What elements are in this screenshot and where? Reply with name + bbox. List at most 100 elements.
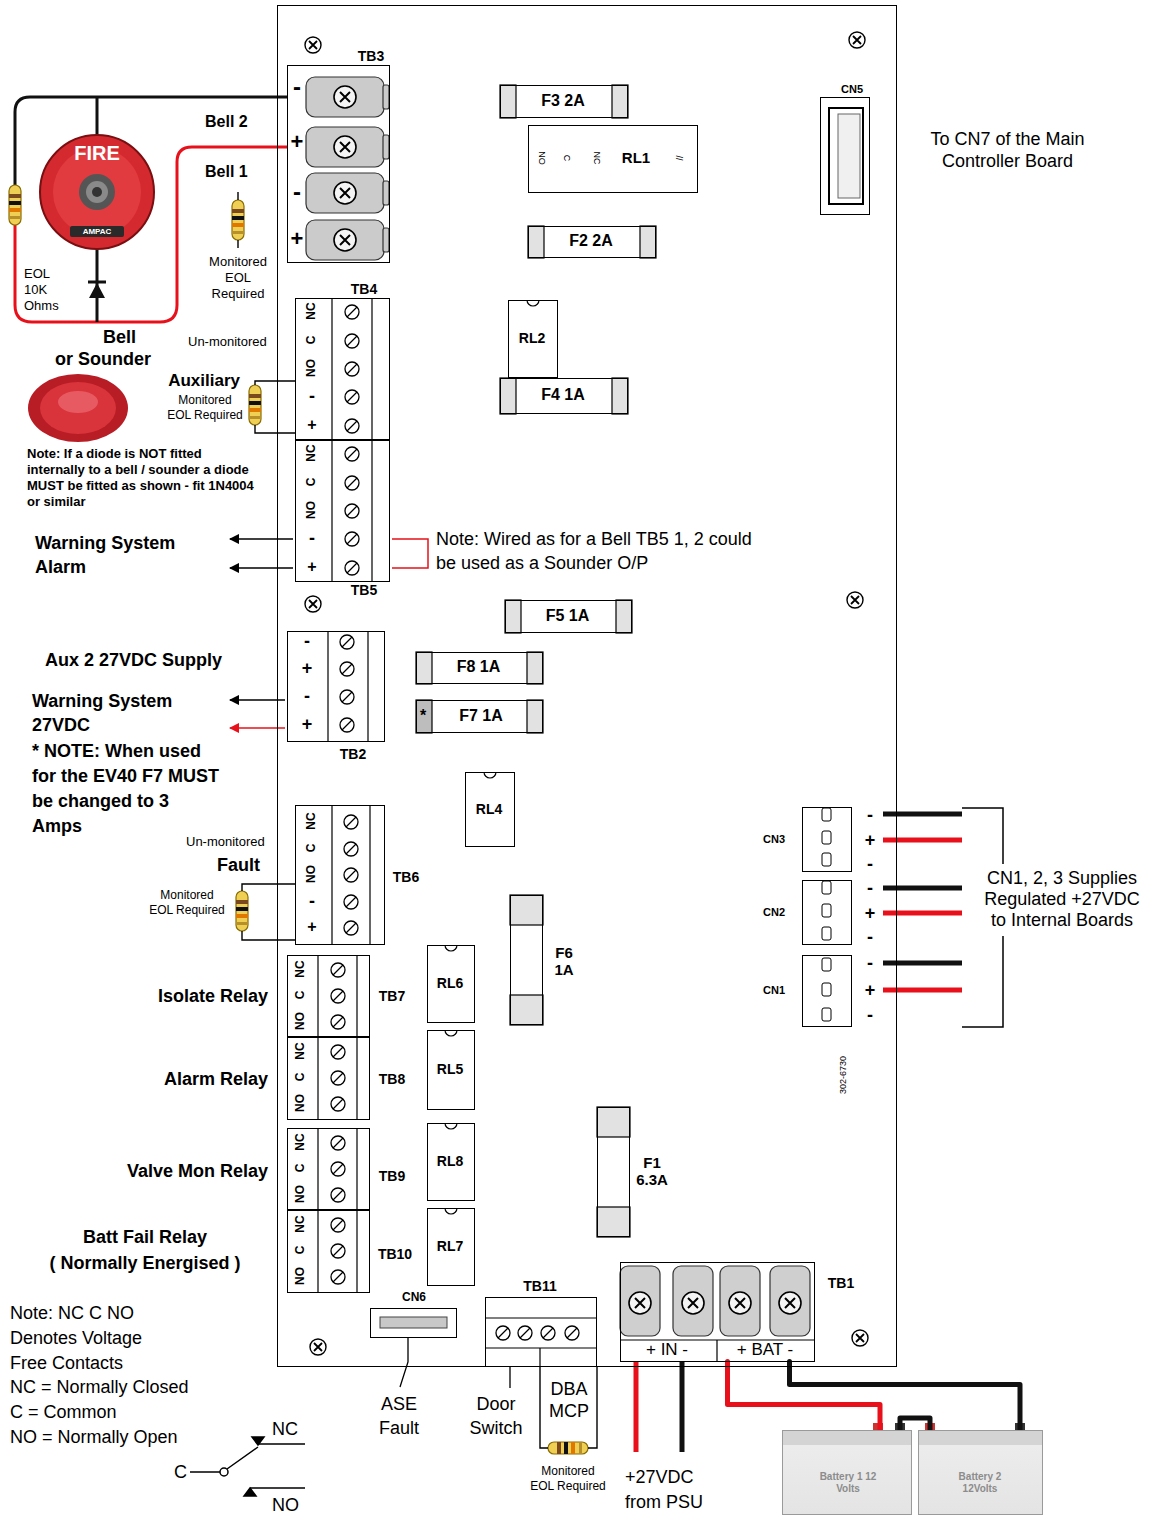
node-label: +	[291, 129, 304, 154]
screw-symbol	[345, 419, 359, 433]
annotation-label: EOL 10K Ohms	[24, 266, 69, 314]
fire-bell	[40, 135, 154, 249]
node-label: RL5	[437, 1061, 463, 1077]
terminal-block: NCCNOTB9	[287, 1128, 370, 1210]
connector-socket	[822, 808, 831, 1021]
screw-symbol	[331, 1136, 345, 1150]
fire-bell	[79, 174, 115, 210]
connector-socket	[829, 108, 863, 204]
contact-symbol	[220, 1468, 228, 1476]
screw-symbol	[340, 662, 354, 676]
node-label: C	[562, 155, 572, 162]
node-label: F4 1A	[541, 386, 585, 404]
fuse-cap	[510, 895, 543, 925]
annotation-label: Warning System Alarm	[35, 531, 195, 579]
fuse-cap	[528, 226, 544, 258]
supply-wire	[636, 814, 962, 1452]
connector: CN2	[802, 880, 852, 945]
screw-symbol	[345, 504, 359, 518]
node-label: NC	[305, 302, 319, 319]
node-label: RL1	[622, 149, 650, 166]
node-label: RL7	[437, 1238, 463, 1254]
fuse-cap	[500, 378, 516, 414]
terminal-clamp	[383, 135, 389, 159]
annotation-label: * NOTE: When used for the EV40 F7 MUST b…	[32, 739, 222, 839]
screw-symbol	[331, 1045, 345, 1059]
annotation-label: Monitored EOL Required	[199, 254, 277, 302]
node-label: -	[309, 386, 315, 407]
fire-bell	[70, 226, 124, 237]
screw-symbol	[331, 1071, 345, 1085]
annotation-label: Batt Fail Relay	[40, 1226, 250, 1248]
screw-symbol	[345, 532, 359, 546]
node-label: NC	[294, 1042, 308, 1059]
mounting-hole	[305, 596, 321, 612]
node-label: +	[307, 416, 316, 434]
node-label: RL8	[437, 1153, 463, 1169]
resistor-symbol	[236, 891, 248, 931]
terminal-block: TB3-+-+	[287, 65, 390, 263]
screw-symbol	[340, 690, 354, 704]
connector-socket	[822, 927, 831, 940]
node-label: C	[294, 991, 308, 1000]
annotation-label: +	[863, 979, 877, 1001]
terminal-clamp	[720, 1266, 760, 1336]
screw-symbol	[345, 362, 359, 376]
terminal-clamp	[306, 220, 384, 260]
annotation-label: Warning System 27VDC	[32, 689, 192, 737]
terminal-clamp	[306, 77, 384, 117]
contact-symbol	[244, 1488, 256, 1496]
terminal-divider	[318, 298, 372, 1293]
node-label: RL6	[437, 975, 463, 991]
resistor-symbol	[548, 1442, 588, 1454]
annotation-label: Auxiliary	[148, 371, 240, 391]
fuse-cap	[597, 1107, 630, 1137]
node-label: 302-6730	[837, 1055, 847, 1093]
output-arrow	[230, 567, 293, 569]
annotation-label: NO = Normally Open	[10, 1426, 178, 1448]
leader-line	[392, 539, 428, 568]
relay: RL8	[427, 1123, 475, 1201]
screw-symbol	[340, 718, 354, 732]
node-label: -	[309, 891, 315, 912]
node-label: CN5	[841, 83, 863, 96]
battery-wire	[728, 1362, 881, 1431]
node-label: TB6	[393, 869, 419, 885]
node-label: F3 2A	[541, 91, 585, 109]
fuse: F5 1A	[505, 600, 632, 633]
node-label: +	[291, 226, 304, 251]
annotation-label: Isolate Relay	[90, 985, 268, 1007]
terminal-clamp	[306, 77, 389, 260]
resistor-symbol	[9, 185, 588, 1454]
output-arrow	[230, 538, 293, 540]
node-label: *	[420, 706, 426, 724]
annotation-label: +27VDC from PSU	[625, 1465, 725, 1515]
screw-symbol	[331, 305, 579, 1340]
fire-bell	[92, 187, 102, 197]
annotation-label: or Sounder	[55, 348, 151, 370]
node-label: TB8	[379, 1071, 405, 1087]
node-label: RL2	[519, 330, 545, 346]
connector-socket	[380, 1317, 447, 1328]
annotation-label: DBA MCP	[544, 1378, 594, 1422]
annotation-label: C = Common	[10, 1401, 117, 1423]
node-label: C	[305, 478, 319, 487]
fuse-cap	[527, 652, 543, 684]
annotation-label: Un-monitored	[186, 834, 265, 850]
node-label: + BAT -	[737, 1340, 794, 1360]
node-label: TB3	[358, 48, 384, 64]
resistor-symbol	[232, 200, 244, 240]
battery: Battery 2 12Volts	[918, 1430, 1043, 1515]
annotation-label: NO	[272, 1494, 299, 1516]
fuse: F4 1A	[500, 378, 628, 414]
connector-socket	[822, 983, 831, 996]
node-label: NO	[305, 359, 319, 377]
fuse-cap	[640, 226, 656, 258]
supply-wire	[634, 1362, 639, 1452]
annotation-label: Alarm Relay	[90, 1068, 268, 1090]
node-label: C	[305, 844, 319, 853]
relay: RL4	[465, 772, 515, 847]
screw-symbol	[779, 1292, 801, 1314]
mounting-hole	[852, 1330, 868, 1346]
